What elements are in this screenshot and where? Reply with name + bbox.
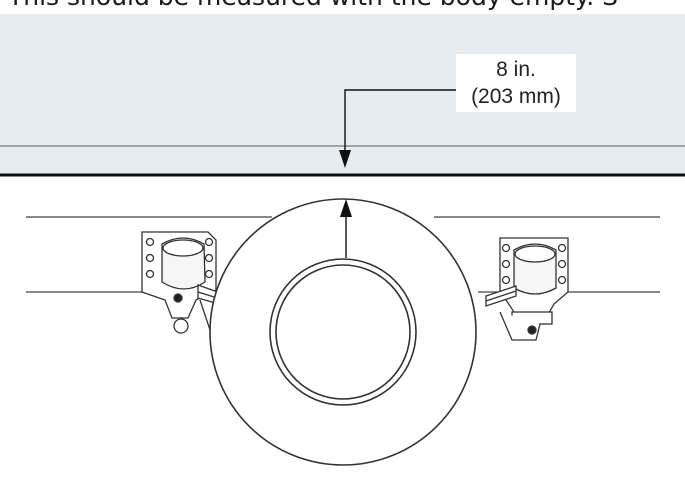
right-spring-hanger [485, 237, 569, 341]
clearance-dimension-label: 8 in. (203 mm) [456, 54, 576, 112]
down-arrow-head [339, 150, 351, 168]
dimension-metric: (203 mm) [471, 85, 561, 108]
dimension-leader-line [344, 89, 456, 160]
up-arrow-head [340, 199, 352, 217]
wheel-rim-inner [275, 264, 411, 400]
caption-text: This should be measured with the body em… [8, 0, 618, 11]
dimension-imperial: 8 in. [496, 58, 536, 81]
caption-strip: This should be measured with the body em… [0, 0, 685, 14]
